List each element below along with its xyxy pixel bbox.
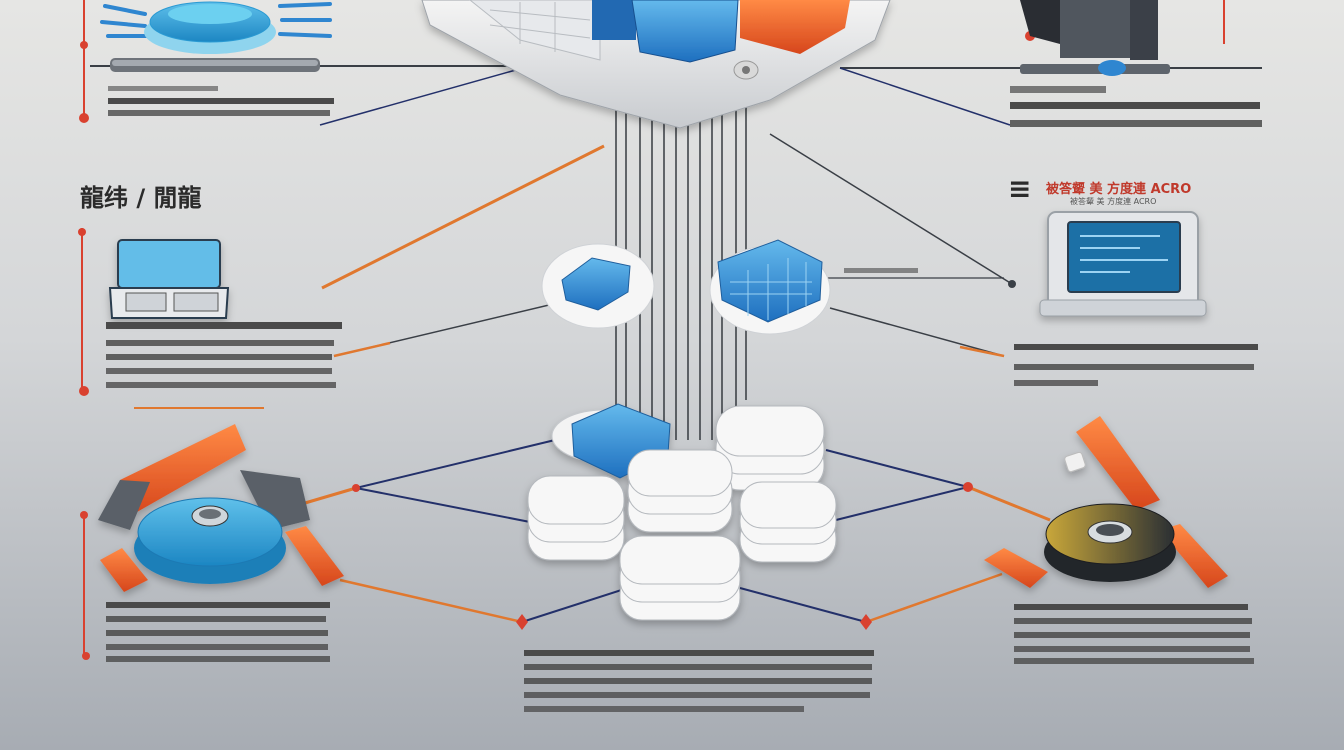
top-left-device — [100, 1, 332, 72]
heading-right: 被答颦 美 方度連 ACRO — [1046, 178, 1191, 197]
left-blue-disc — [98, 424, 344, 592]
right-yellow-disc — [984, 416, 1228, 588]
heading-right-text: 被答颦 美 方度連 ACRO — [1046, 182, 1192, 197]
top-control-panel — [421, 0, 891, 129]
connector-lines — [90, 65, 1262, 624]
right-monitor — [1039, 211, 1207, 317]
top-right-building — [1020, 0, 1170, 76]
heading-left: 龍纬 / 閒龍 — [80, 184, 202, 212]
left-laptop — [108, 239, 230, 319]
text-blocks — [106, 86, 1262, 712]
heading-right-sub: 被答颦 美 方度連 ACRO — [1070, 197, 1157, 206]
heading-right-icon: ≡ — [1008, 172, 1032, 205]
mid-right-chip — [709, 239, 831, 335]
center-server-stack — [527, 403, 837, 621]
mid-left-chip — [541, 243, 655, 329]
